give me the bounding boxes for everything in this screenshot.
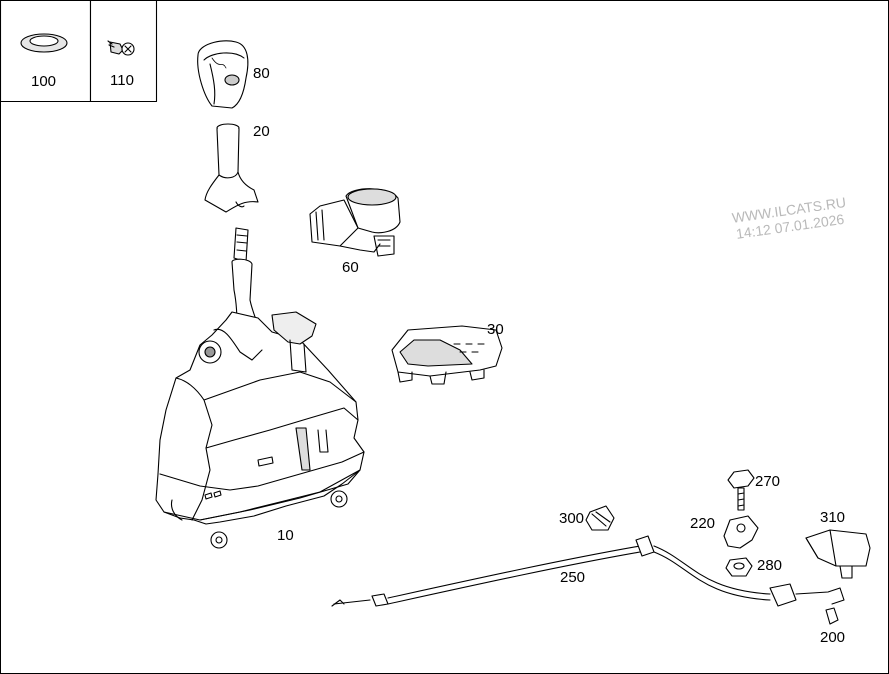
cable-250: [331, 535, 845, 625]
legend-box-110: [89, 0, 158, 103]
bolt-270: [727, 469, 755, 511]
selector-lever: [231, 227, 261, 331]
callout-220[interactable]: 220: [690, 515, 716, 532]
nut-280: [725, 557, 753, 577]
callout-60[interactable]: 60: [342, 259, 359, 276]
cover-310: [805, 529, 871, 579]
callout-10[interactable]: 10: [277, 527, 294, 544]
legend-box-100: [0, 0, 92, 103]
callout-270[interactable]: 270: [755, 473, 781, 490]
callout-250[interactable]: 250: [560, 569, 586, 586]
callout-20[interactable]: 20: [253, 123, 270, 140]
indicator-plate-30: [391, 325, 503, 385]
legend-label-110[interactable]: 110: [110, 72, 134, 89]
shifter-housing-10: [155, 311, 365, 549]
callout-310[interactable]: 310: [820, 509, 846, 526]
shift-knob-80: [197, 40, 249, 109]
callout-280[interactable]: 280: [757, 557, 783, 574]
grommet-icon: [20, 33, 68, 53]
callout-30[interactable]: 30: [487, 321, 504, 338]
callout-80[interactable]: 80: [253, 65, 270, 82]
callout-200[interactable]: 200: [820, 629, 846, 646]
callout-300[interactable]: 300: [559, 510, 585, 527]
selector-switch-60: [309, 188, 401, 257]
legend-label-100[interactable]: 100: [31, 73, 57, 90]
clamp-300: [585, 505, 615, 531]
shift-boot-20: [204, 123, 259, 213]
screw-icon: [107, 40, 135, 56]
bracket-220: [723, 515, 759, 549]
